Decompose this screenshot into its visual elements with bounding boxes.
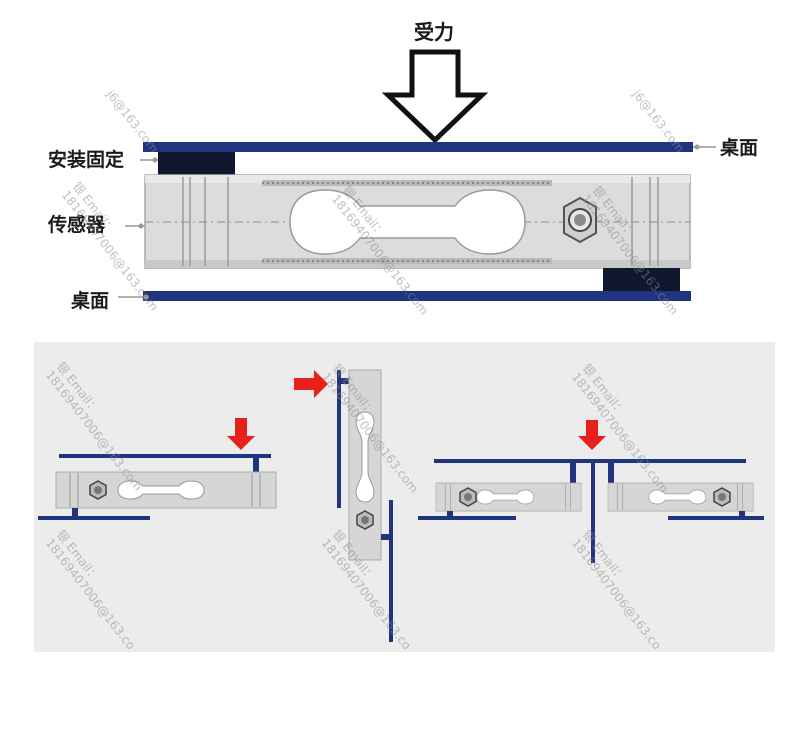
mount-fixed-label: 安装固定: [48, 149, 125, 171]
load-cell-sensor: [144, 174, 691, 269]
force-label: 受力: [414, 20, 454, 44]
red-arrow-icon: [578, 420, 606, 450]
red-arrow-icon: [294, 370, 328, 398]
example-horizontal: [38, 418, 277, 520]
table-bottom-label: 桌面: [71, 290, 110, 312]
mount-block-bottom: [603, 268, 680, 291]
mount-block-top: [158, 152, 235, 175]
red-arrow-icon: [227, 418, 255, 450]
force-arrow-icon: [381, 49, 489, 144]
sensor-label: 传感器: [48, 214, 106, 236]
example-vertical: [294, 369, 393, 642]
example-double: [418, 420, 764, 563]
installation-examples-diagram: [38, 369, 764, 642]
main-diagram: [118, 49, 716, 301]
installation-examples-panel: [34, 342, 775, 652]
top-table-plate: [143, 142, 693, 152]
bottom-table-plate: [143, 291, 691, 301]
table-top-label: 桌面: [720, 137, 759, 159]
